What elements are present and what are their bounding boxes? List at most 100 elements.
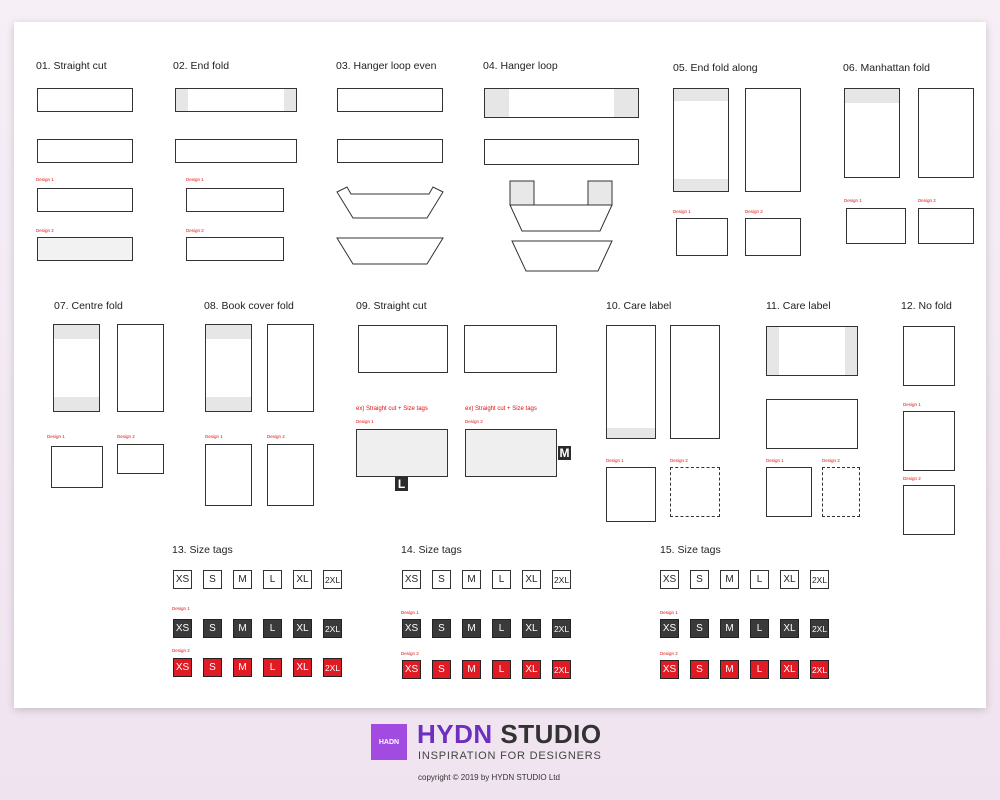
- size-tag: 2XL: [810, 660, 829, 679]
- design-label: Design 1: [660, 610, 678, 615]
- title-03: 03. Hanger loop even: [336, 60, 437, 72]
- size-tag: XL: [522, 619, 541, 638]
- hanger-loop-shape: [336, 186, 444, 265]
- design-label: Design 1: [205, 434, 223, 439]
- size-tag: M: [462, 570, 481, 589]
- design-label: Design 1: [903, 402, 921, 407]
- size-tag: XL: [780, 570, 799, 589]
- brand-name: HYDN STUDIO: [417, 719, 602, 750]
- size-tag: M: [720, 660, 739, 679]
- label-09-flat: [358, 325, 448, 373]
- size-tag: L: [263, 570, 282, 589]
- design-label: Design 1: [766, 458, 784, 463]
- design-label: Design 1: [36, 177, 54, 182]
- size-tag: XL: [293, 619, 312, 638]
- label-01-flat: [37, 88, 133, 112]
- label-07-design2: [117, 444, 164, 474]
- label-05-outline: [745, 88, 801, 192]
- size-tag-l: L: [395, 477, 408, 491]
- label-08-design1: [205, 444, 252, 506]
- label-10-design2: [670, 467, 720, 517]
- fold-area: [176, 89, 188, 111]
- example-label: ex) Straight cut + Size tags: [465, 406, 537, 412]
- size-tag: L: [263, 658, 282, 677]
- size-tag: L: [492, 570, 511, 589]
- title-11: 11. Care label: [766, 300, 831, 312]
- design-label: Design 2: [401, 651, 419, 656]
- size-tag: M: [233, 658, 252, 677]
- label-08-outline: [267, 324, 314, 412]
- design-label: Design 1: [844, 198, 862, 203]
- size-tag: L: [263, 619, 282, 638]
- size-tag: M: [233, 619, 252, 638]
- label-07-outline: [117, 324, 164, 412]
- fold-area: [674, 179, 728, 191]
- size-tag: S: [432, 619, 451, 638]
- label-07-design1: [51, 446, 103, 488]
- size-tag: XS: [402, 570, 421, 589]
- size-tag: M: [462, 660, 481, 679]
- size-tag: 2XL: [552, 660, 571, 679]
- title-08: 08. Book cover fold: [204, 300, 294, 312]
- label-06-design1: [846, 208, 906, 244]
- fold-area: [845, 327, 857, 375]
- size-tag: L: [750, 619, 769, 638]
- size-tag: XS: [402, 619, 421, 638]
- design-label: Design 1: [356, 419, 374, 424]
- size-tag: 2XL: [810, 619, 829, 638]
- label-03-outline: [337, 139, 443, 163]
- size-tag: XS: [173, 658, 192, 677]
- size-tag: 2XL: [552, 570, 571, 589]
- design-label: Design 2: [918, 198, 936, 203]
- label-01-design1: [37, 188, 133, 212]
- label-10-design1: [606, 467, 656, 522]
- size-tag: 2XL: [323, 619, 342, 638]
- label-05-design1: [676, 218, 728, 256]
- label-10-outline: [670, 325, 720, 439]
- label-06-design2: [918, 208, 974, 244]
- label-11-design1: [766, 467, 812, 517]
- design-label: Design 2: [660, 651, 678, 656]
- size-tag: L: [492, 660, 511, 679]
- design-label: Design 2: [465, 419, 483, 424]
- label-10-flat: [606, 325, 656, 439]
- design-label: Design 1: [606, 458, 624, 463]
- title-02: 02. End fold: [173, 60, 230, 72]
- title-06: 06. Manhattan fold: [843, 62, 930, 74]
- title-05: 05. End fold along: [673, 62, 758, 74]
- design-label: Design 2: [903, 476, 921, 481]
- hanger-loop-shape: [509, 180, 613, 272]
- size-tag: S: [203, 619, 222, 638]
- size-tag: 2XL: [810, 570, 829, 589]
- size-tag: M: [720, 619, 739, 638]
- fold-area: [54, 397, 99, 411]
- size-tag: S: [690, 570, 709, 589]
- size-tag: XL: [293, 570, 312, 589]
- size-tag: S: [690, 619, 709, 638]
- size-tag: S: [203, 570, 222, 589]
- label-11-design2: [822, 467, 860, 517]
- size-tag: XL: [522, 660, 541, 679]
- size-tag: XS: [402, 660, 421, 679]
- copyright-text: copyright © 2019 by HYDN STUDIO Ltd: [418, 773, 560, 782]
- size-tag: M: [233, 570, 252, 589]
- design-label: Design 2: [670, 458, 688, 463]
- label-12-design1: [903, 411, 955, 471]
- label-06-flat: [844, 88, 900, 178]
- size-tag: M: [720, 570, 739, 589]
- design-label: Design 1: [673, 209, 691, 214]
- fold-area: [607, 428, 655, 438]
- size-tag-m: M: [558, 446, 571, 460]
- size-tag: S: [432, 660, 451, 679]
- fold-area: [485, 89, 509, 117]
- design-label: Design 2: [267, 434, 285, 439]
- design-sheet: 01. Straight cut Design 1 Design 2 02. E…: [14, 22, 986, 708]
- brand-name-part1: HYDN: [417, 719, 493, 749]
- size-tag: XL: [522, 570, 541, 589]
- label-11-flat: [766, 326, 858, 376]
- label-01-design2: [37, 237, 133, 261]
- fold-area: [674, 89, 728, 101]
- size-tag: 2XL: [323, 570, 342, 589]
- size-tag: L: [492, 619, 511, 638]
- fold-area: [284, 89, 296, 111]
